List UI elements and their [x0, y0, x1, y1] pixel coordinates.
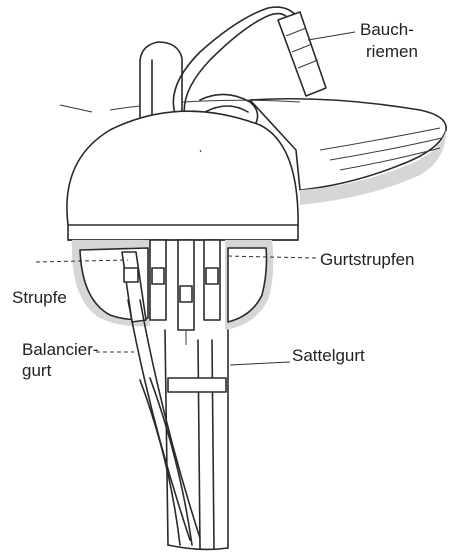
leader-lines [35, 31, 356, 366]
label-strupfe: Strupfe [12, 288, 67, 307]
label-bauchriemen-line1: Bauch- [360, 20, 414, 39]
saddle-seat [109, 97, 447, 205]
sattelgurt-strap [164, 329, 229, 551]
bauchriemen-strap [172, 6, 327, 133]
strupfe-strap [121, 251, 147, 323]
saddle-pommel [139, 41, 183, 121]
label-balanciergurt-line1: Balancier- [22, 340, 99, 359]
label-gurtstrupfen: Gurtstrupfen [320, 250, 415, 269]
balanciergurt-strap [127, 299, 201, 546]
label-bauchriemen-line2: riemen [366, 42, 418, 61]
label-sattelgurt: Sattelgurt [292, 346, 365, 365]
gurtstrupfen-straps [149, 239, 221, 345]
saddle-flaps [71, 240, 274, 330]
saddle-body [66, 110, 299, 241]
label-balanciergurt-line2: gurt [22, 361, 52, 380]
